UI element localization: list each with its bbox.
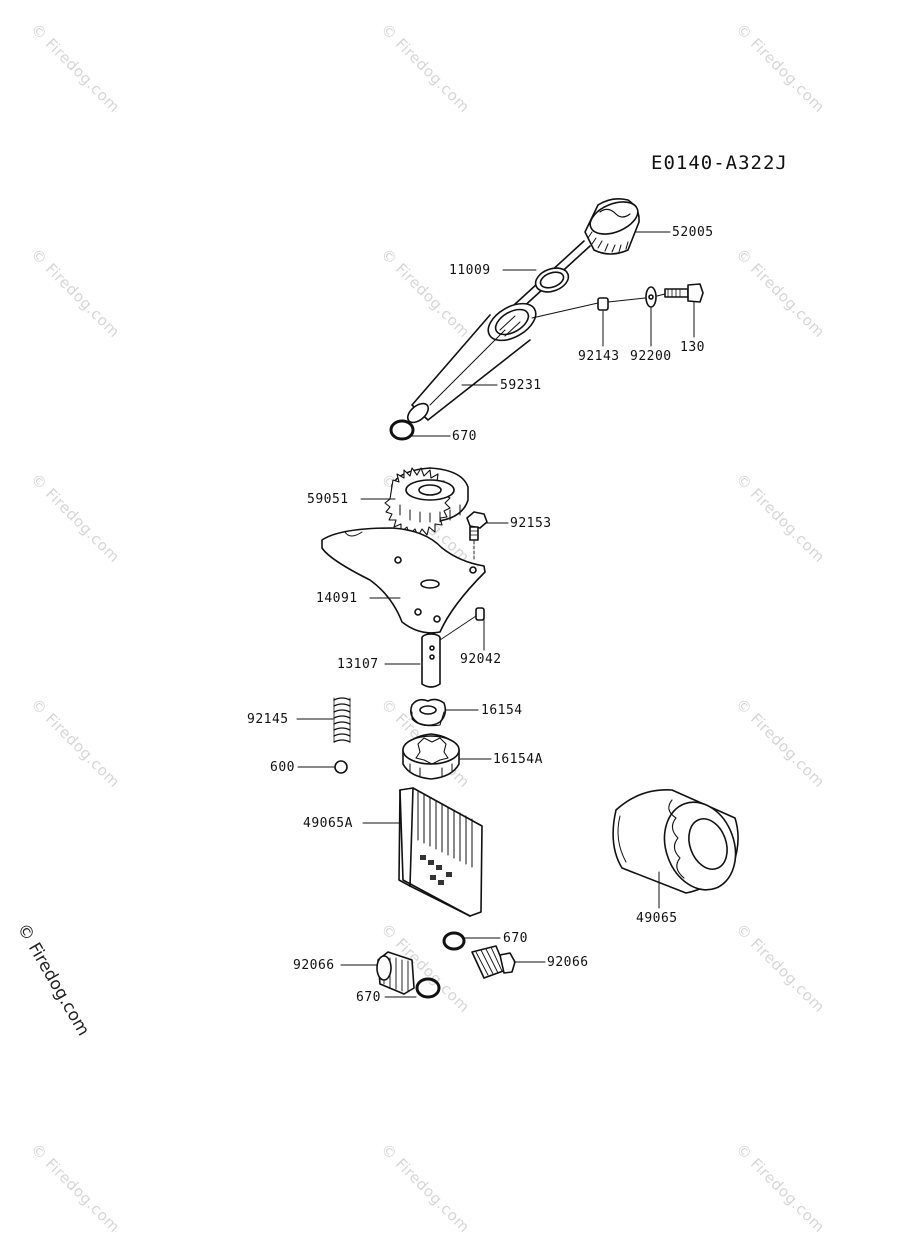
spacer-92143 <box>597 297 609 311</box>
washer-92200 <box>645 286 657 308</box>
part-label-92066: 92066 <box>547 955 589 970</box>
part-label-49065A: 49065A <box>303 816 353 831</box>
part-label-130: 130 <box>680 340 705 355</box>
drain-plug-92066-right <box>471 945 516 979</box>
pin-92042 <box>439 607 485 641</box>
part-label-600: 600 <box>270 760 295 775</box>
part-label-670: 670 <box>452 429 477 444</box>
drain-plug-92066-left <box>376 951 415 995</box>
oil-filler-cap <box>513 198 640 311</box>
part-label-92143: 92143 <box>578 349 620 364</box>
ball-600 <box>334 760 348 774</box>
leader-lines <box>296 231 695 998</box>
bolt-130 <box>664 283 704 303</box>
part-label-670: 670 <box>503 931 528 946</box>
plate-14091 <box>321 527 486 634</box>
part-label-92066: 92066 <box>293 958 335 973</box>
part-label-92042: 92042 <box>460 652 502 667</box>
bolt-92153 <box>466 511 488 561</box>
oil-filter-49065 <box>612 789 739 894</box>
part-label-13107: 13107 <box>337 657 379 672</box>
part-label-16154A: 16154A <box>493 752 543 767</box>
part-label-52005: 52005 <box>672 225 714 240</box>
diagram-code: E0140-A322J <box>651 152 788 174</box>
gear-59051 <box>384 467 469 537</box>
oil-filler-tube <box>406 302 537 424</box>
o-ring-11009 <box>534 267 570 293</box>
rotor-16154 <box>410 698 447 727</box>
part-label-16154: 16154 <box>481 703 523 718</box>
strainer-49065A <box>398 787 483 917</box>
outer-rotor-16154A <box>402 733 460 780</box>
part-label-49065: 49065 <box>636 911 678 926</box>
parts-diagram <box>296 198 739 999</box>
o-ring-670-bottom <box>415 977 441 999</box>
o-ring-670-mid <box>442 931 466 951</box>
part-label-11009: 11009 <box>449 263 491 278</box>
spring-92145 <box>333 697 351 743</box>
part-label-92145: 92145 <box>247 712 289 727</box>
shaft-13107 <box>421 633 441 688</box>
part-label-14091: 14091 <box>316 591 358 606</box>
part-label-59051: 59051 <box>307 492 349 507</box>
part-label-92200: 92200 <box>630 349 672 364</box>
part-label-59231: 59231 <box>500 378 542 393</box>
part-label-670: 670 <box>356 990 381 1005</box>
o-ring-670-top <box>389 419 415 441</box>
part-label-92153: 92153 <box>510 516 552 531</box>
